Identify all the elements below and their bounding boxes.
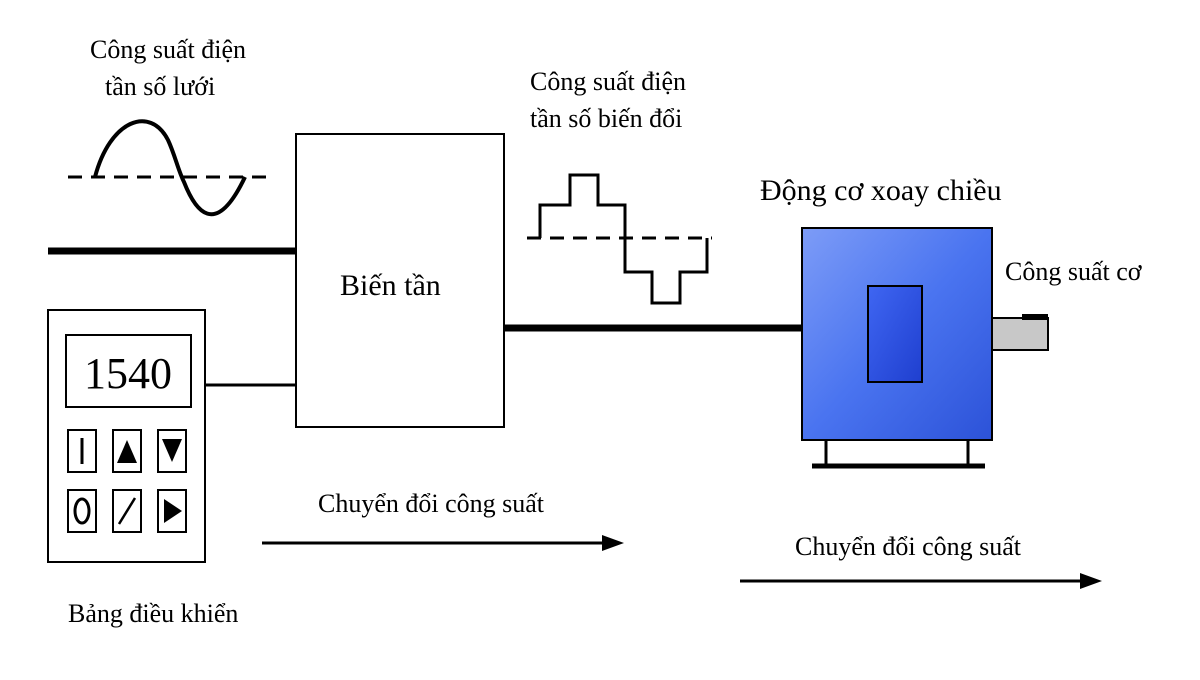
- motor-rotor: [867, 285, 923, 383]
- key-stop[interactable]: [67, 489, 97, 533]
- slash-icon: [117, 497, 137, 525]
- motor-label: Động cơ xoay chiều: [760, 174, 1002, 207]
- stepped-wave-icon: [538, 173, 709, 305]
- converted-power-label-line1: Công suất điện: [530, 67, 686, 96]
- shaft-key: [1022, 314, 1048, 320]
- key-forward[interactable]: [157, 489, 187, 533]
- arrow-head-1-icon: [602, 535, 624, 551]
- key-down[interactable]: [157, 429, 187, 473]
- power-conversion-label-2: Chuyển đổi công suất: [795, 532, 1022, 561]
- control-panel-label: Bảng điều khiển: [68, 599, 238, 628]
- inverter-label: Biến tần: [340, 269, 441, 302]
- sine-wave-icon: [93, 119, 247, 217]
- converted-power-label-line2: tần số biến đổi: [530, 104, 682, 133]
- stop-icon: [73, 497, 91, 525]
- control-panel-display: [65, 334, 192, 408]
- display-value: 1540: [84, 349, 172, 398]
- play-icon: [164, 499, 182, 523]
- key-reverse[interactable]: [112, 489, 142, 533]
- arrow-down-icon: [162, 439, 182, 462]
- key-run[interactable]: [67, 429, 97, 473]
- grid-power-label-line1: Công suất điện: [90, 35, 246, 64]
- arrow-head-2-icon: [1080, 573, 1102, 589]
- key-up[interactable]: [112, 429, 142, 473]
- grid-power-label-line2: tần số lưới: [105, 72, 215, 101]
- mechanical-power-label: Công suất cơ: [1005, 257, 1143, 286]
- motor-shaft: [991, 317, 1049, 351]
- power-conversion-label-1: Chuyển đổi công suất: [318, 489, 545, 518]
- arrow-up-icon: [117, 440, 137, 463]
- inverter-box: [295, 133, 505, 428]
